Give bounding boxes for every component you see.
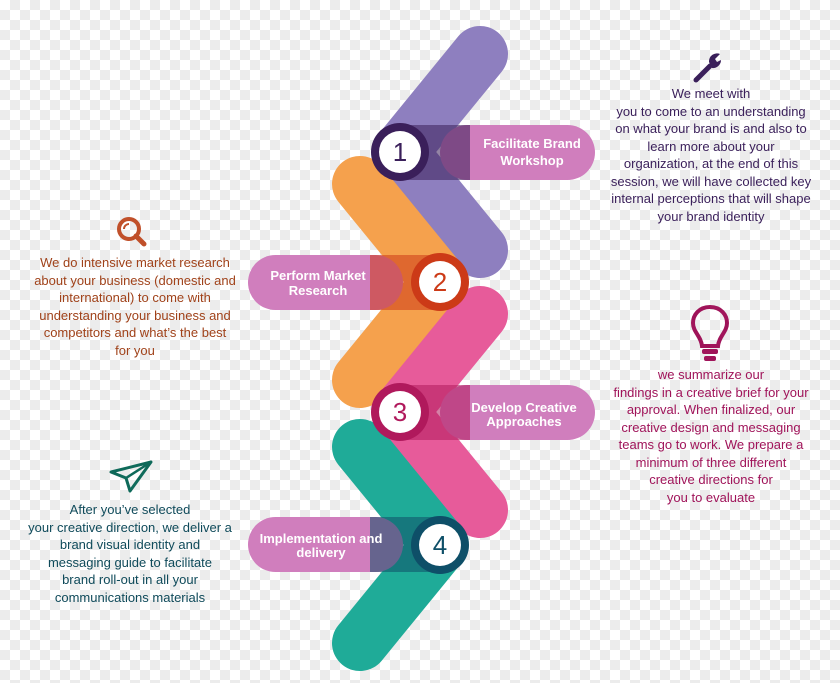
lightbulb-icon	[690, 304, 730, 361]
step-4-label-pill	[248, 517, 403, 572]
paper-plane-icon	[109, 460, 153, 493]
step-3-title-line-1: Develop Creative	[471, 400, 577, 415]
step-3-title-line-2: Approaches	[486, 414, 561, 429]
step-4-title-line-2: delivery	[296, 545, 346, 560]
step-1-title-line-2: Workshop	[500, 153, 563, 168]
step-1-number: 1	[393, 137, 407, 167]
step-4-number: 4	[433, 530, 447, 560]
step-2-circle	[419, 261, 461, 303]
step-2-description: We do intensive market research about yo…	[34, 255, 236, 358]
step-1-description: We meet with you to come to an understan…	[610, 86, 812, 224]
step-2-label-pill	[248, 255, 403, 310]
magnifier-icon	[117, 217, 147, 247]
step-3-number: 3	[393, 397, 407, 427]
step-1-title-line-1: Facilitate Brand	[483, 136, 581, 151]
step-2-title-line-2: Research	[289, 283, 348, 298]
step-3-description: we summarize our findings in a creative …	[613, 367, 809, 505]
step-2-title-line-1: Perform Market	[270, 268, 366, 283]
step-1-circle	[379, 131, 421, 173]
step-1-label-pill	[440, 125, 595, 180]
step-4-description: After you’ve selected your creative dire…	[28, 502, 232, 605]
step-3-circle	[379, 391, 421, 433]
step-3-label-pill	[440, 385, 595, 440]
step-4-title-line-1: Implementation and	[260, 531, 383, 546]
step-4-circle	[419, 524, 461, 566]
wrench-icon	[693, 53, 722, 83]
step-2-number: 2	[433, 267, 447, 297]
